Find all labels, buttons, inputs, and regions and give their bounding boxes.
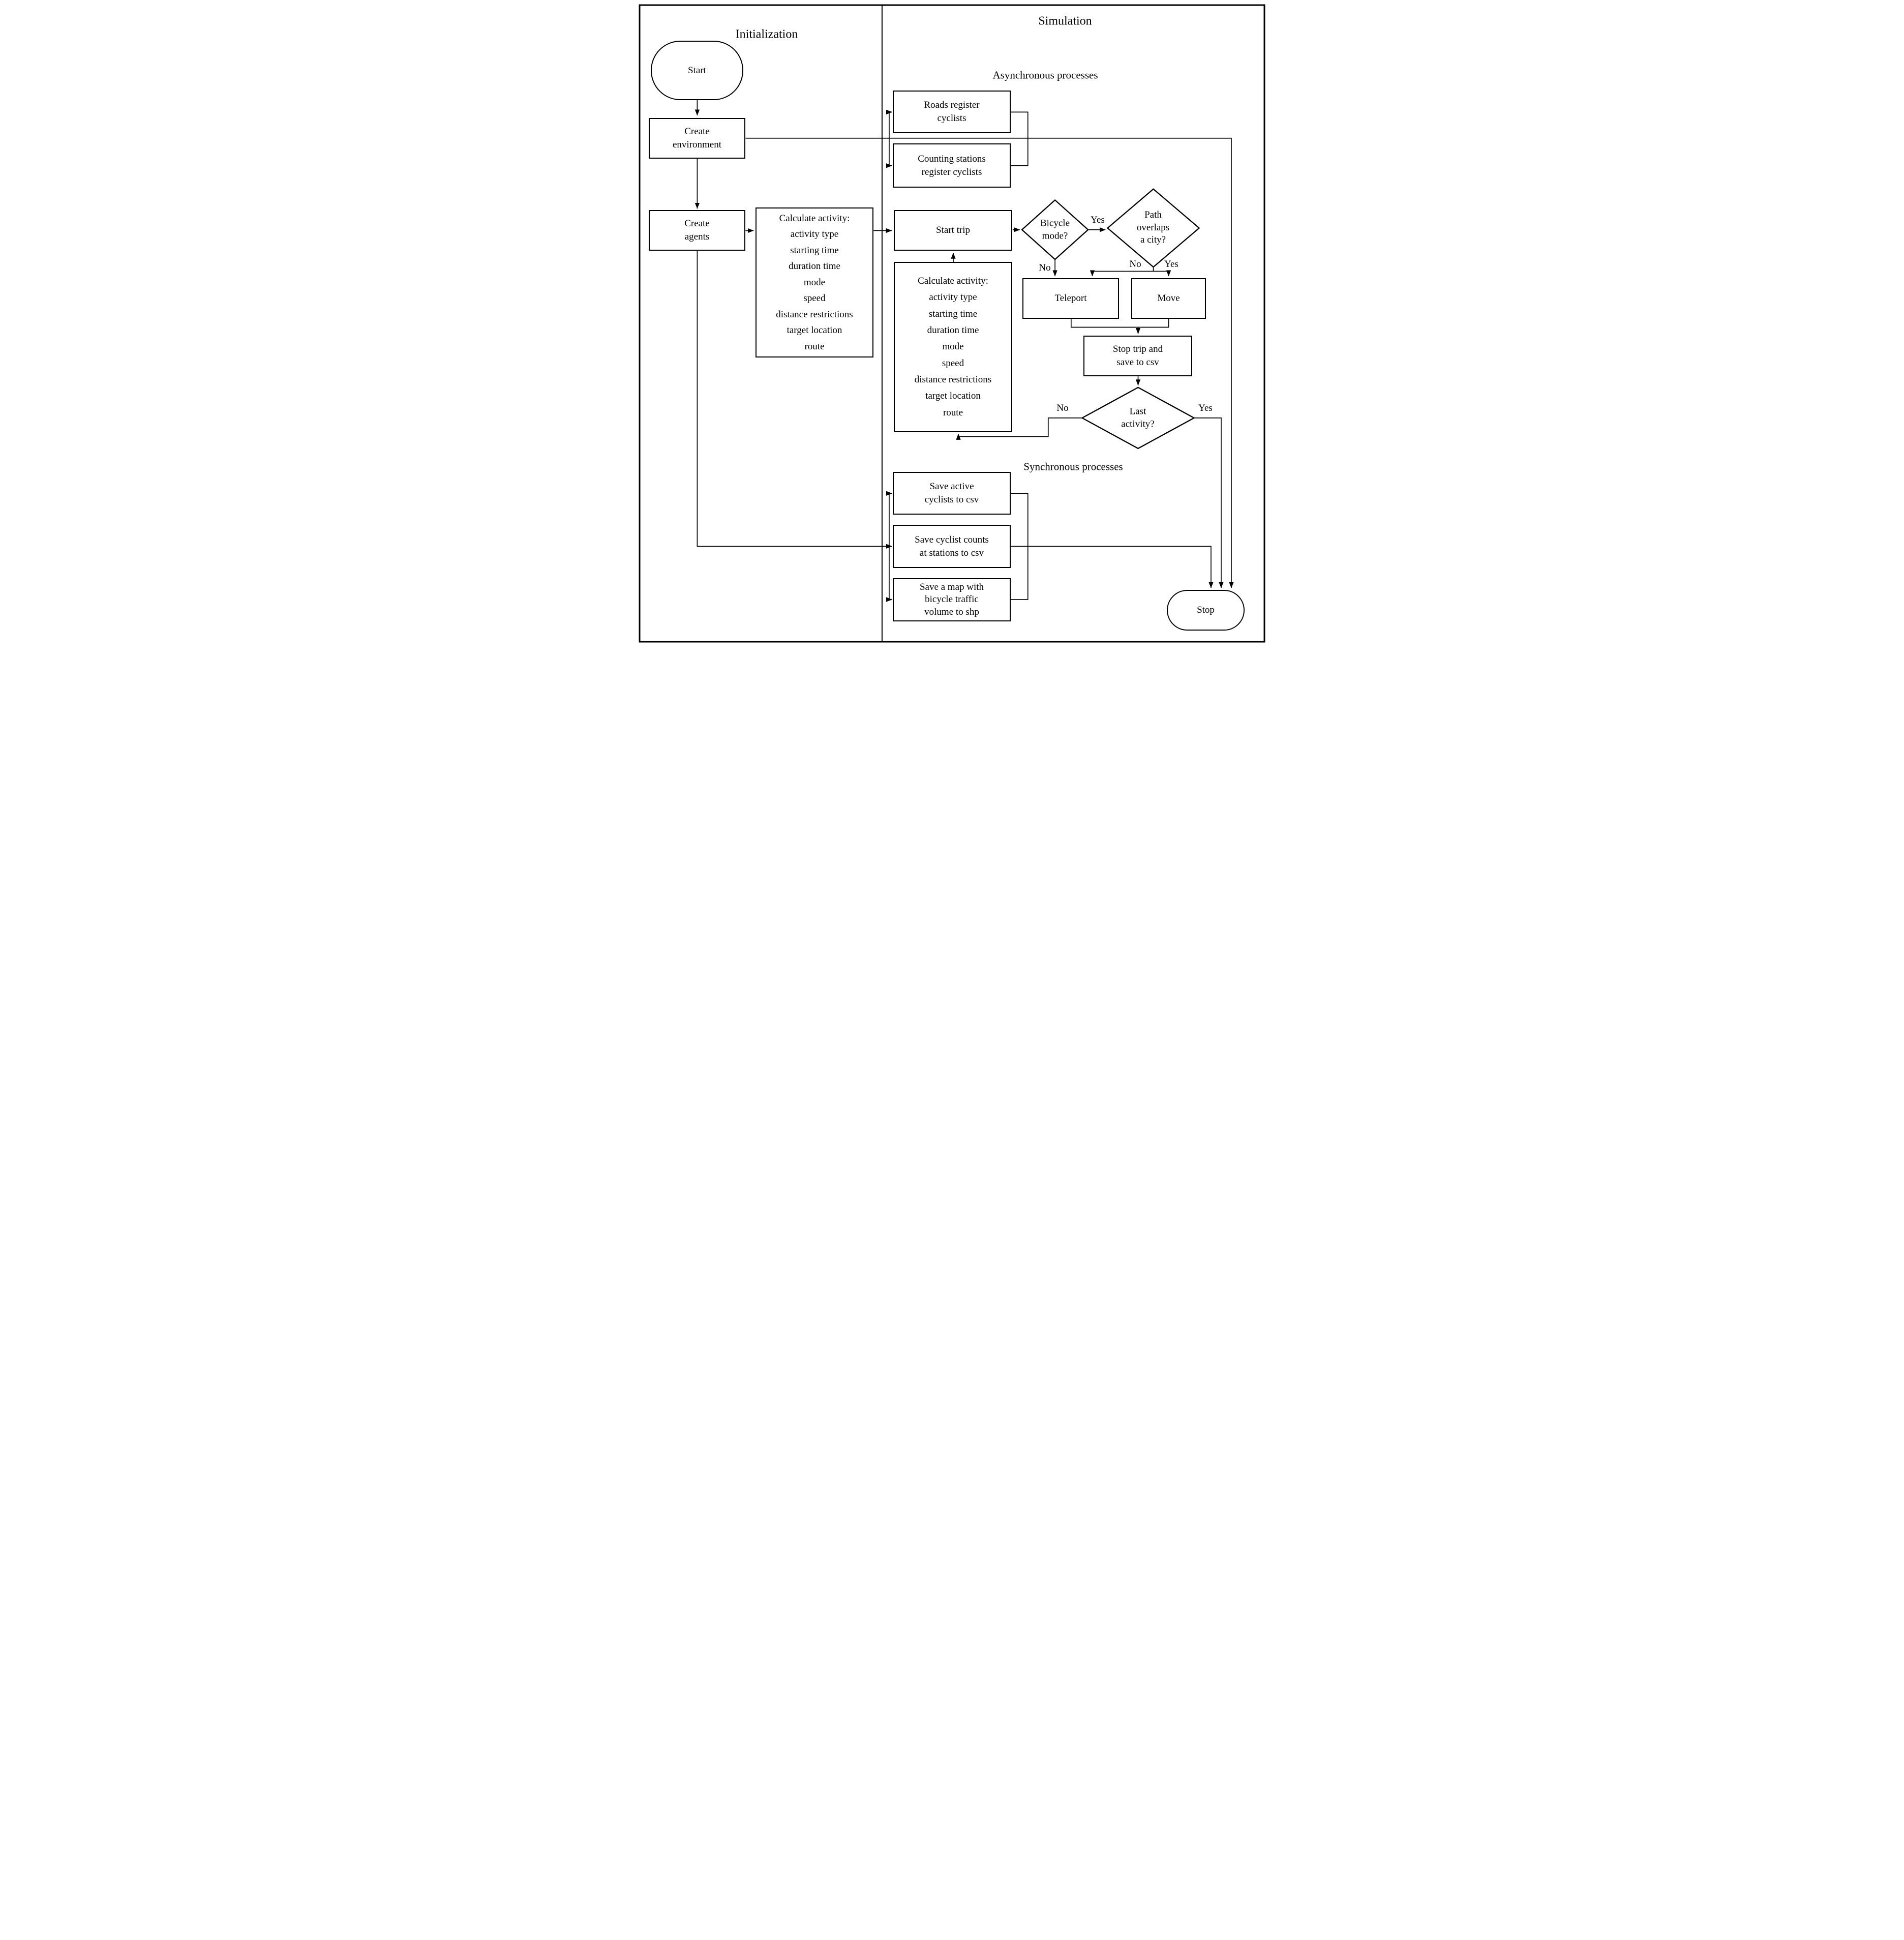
last-activity-diamond xyxy=(1081,386,1196,450)
label-asynchronous-processes: Asynchronous processes xyxy=(992,69,1098,81)
create-environment-box: Create environment xyxy=(649,118,745,159)
title-initialization: Initialization xyxy=(735,27,798,41)
edge-createagents-sync xyxy=(697,251,892,549)
save-cyclist-counts-box: Save cyclist counts at stations to csv xyxy=(893,525,1011,568)
flowchart-canvas: Initialization Simulation Asynchronous p… xyxy=(634,0,1270,647)
edge-last-no-route xyxy=(958,417,1082,437)
move-box: Move xyxy=(1131,278,1206,319)
edge-createenv-stop xyxy=(745,137,1234,588)
bicycle-no-label: No xyxy=(1039,262,1051,273)
path-overlaps-label: Path overlaps a city? xyxy=(1136,209,1170,246)
path-overlaps-diamond xyxy=(1106,188,1200,268)
connectors xyxy=(694,100,1234,602)
counting-stations-box: Counting stations register cyclists xyxy=(893,143,1011,188)
start-trip-box: Start trip xyxy=(894,210,1012,251)
path-yes-label: Yes xyxy=(1164,259,1178,270)
stop-terminator: Stop xyxy=(1167,590,1245,631)
last-no-label: No xyxy=(1056,403,1069,413)
last-activity-label: Last activity? xyxy=(1121,406,1155,429)
path-no-label: No xyxy=(1129,259,1141,270)
flowchart-wires xyxy=(639,4,1265,643)
create-agents-box: Create agents xyxy=(649,210,745,251)
start-terminator: Start xyxy=(651,41,743,100)
save-active-cyclists-box: Save active cyclists to csv xyxy=(893,472,1011,515)
edge-last-yes xyxy=(1194,417,1224,588)
title-simulation: Simulation xyxy=(1038,14,1092,28)
calculate-activity-init-box: Calculate activity: activity type starti… xyxy=(755,207,873,357)
edge-merge-bracket xyxy=(1070,318,1169,328)
outer-border xyxy=(639,4,1265,643)
label-synchronous-processes: Synchronous processes xyxy=(1023,460,1123,473)
edge-sync-stop xyxy=(1011,546,1214,588)
save-map-box: Save a map with bicycle traffic volume t… xyxy=(893,578,1011,621)
last-yes-label: Yes xyxy=(1198,403,1213,413)
teleport-box: Teleport xyxy=(1022,278,1119,319)
roads-register-box: Roads register cyclists xyxy=(893,91,1011,133)
async-bracket xyxy=(1011,111,1029,166)
stop-trip-box: Stop trip and save to csv xyxy=(1083,336,1192,376)
bicycle-yes-label: Yes xyxy=(1091,215,1105,225)
bicycle-mode-label: Bicycle mode? xyxy=(1040,218,1070,241)
calculate-activity-sim-box: Calculate activity: activity type starti… xyxy=(894,262,1012,432)
bicycle-mode-diamond xyxy=(1021,199,1089,260)
